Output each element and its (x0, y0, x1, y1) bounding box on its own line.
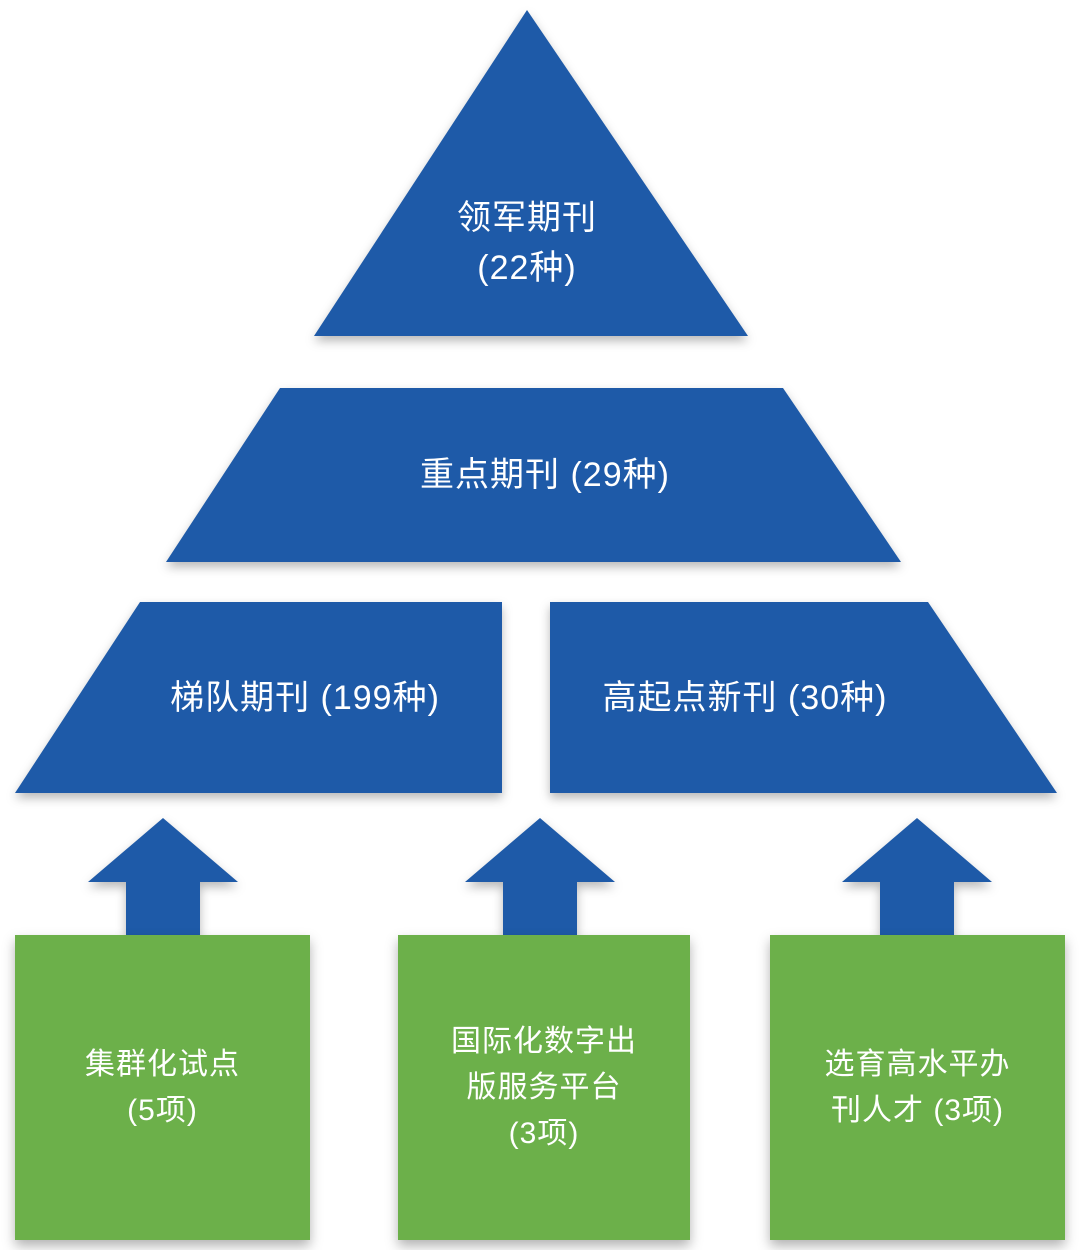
pyramid-tier-middle-shape (166, 388, 901, 562)
foundation-box-right-shape (770, 935, 1065, 1240)
up-arrow-middle-icon (465, 818, 615, 935)
pyramid-tier-bottom-right-shape (550, 602, 1057, 793)
pyramid-tier-bottom-left-shape (15, 602, 502, 793)
up-arrow-left-icon (88, 818, 238, 935)
foundation-box-middle-shape (398, 935, 690, 1240)
pyramid-tier-top-shape (314, 10, 748, 336)
foundation-box-left-shape (15, 935, 310, 1240)
up-arrow-right-icon (842, 818, 992, 935)
